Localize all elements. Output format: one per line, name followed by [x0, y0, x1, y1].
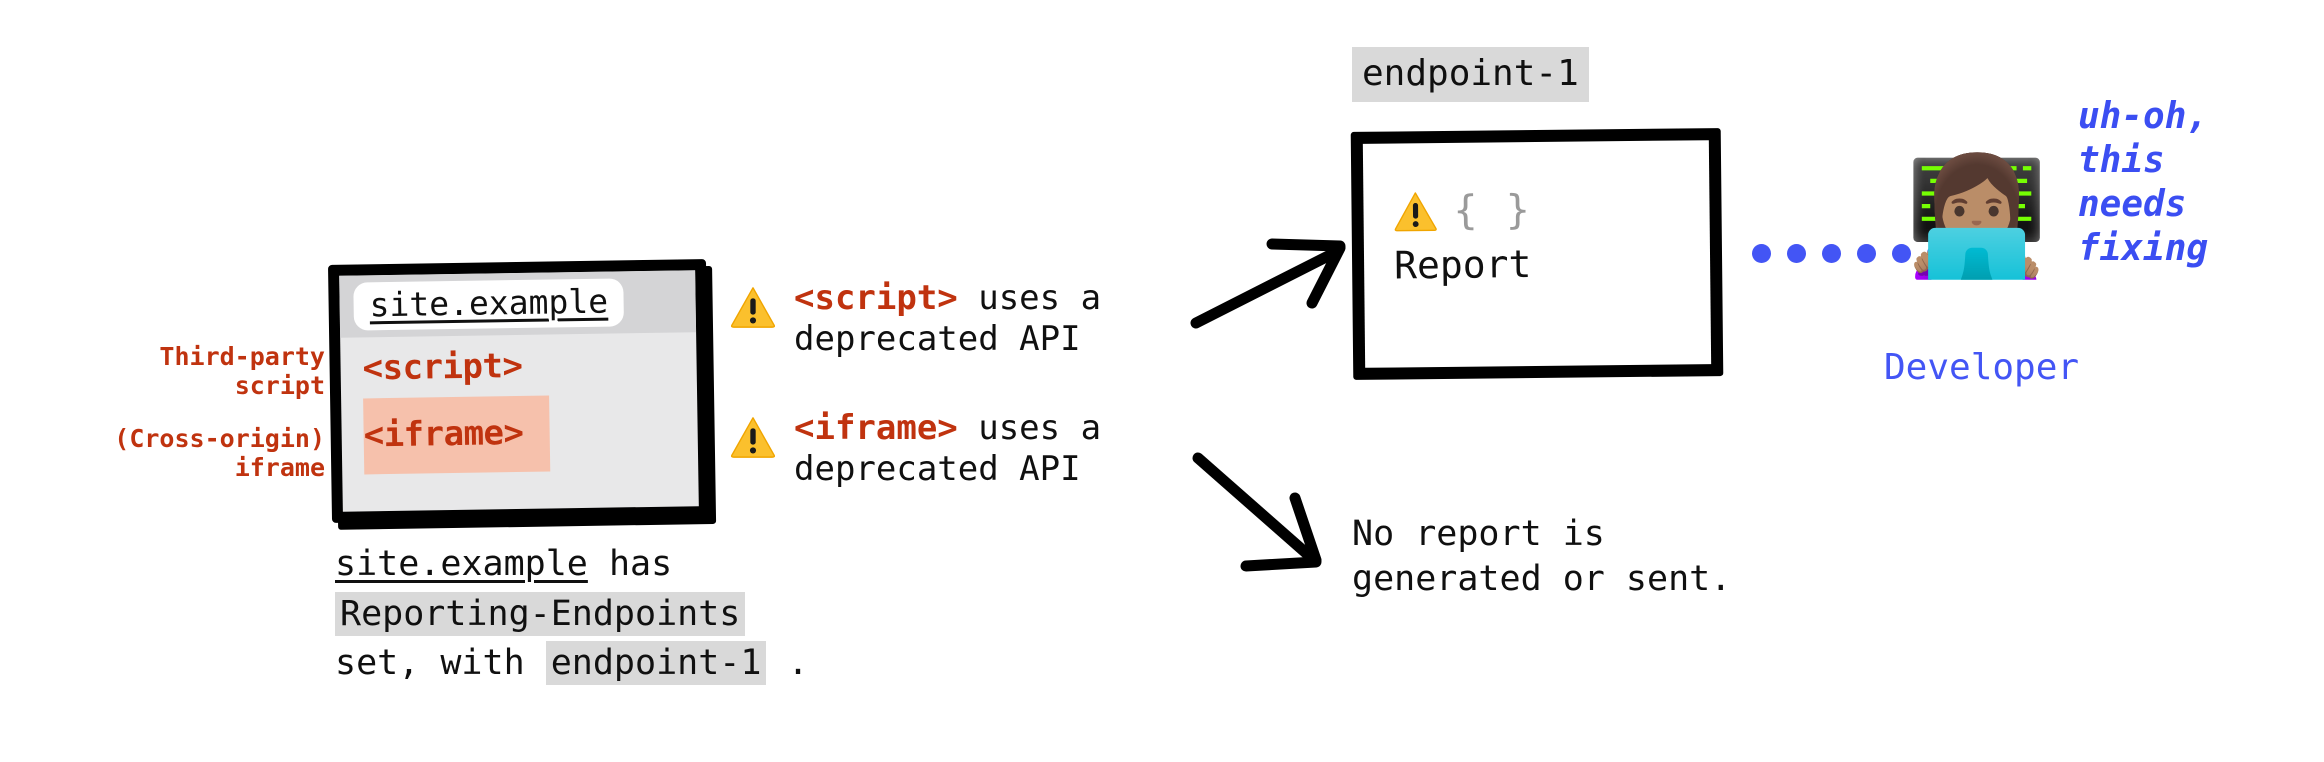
caption-line-1: site.example has: [335, 540, 895, 590]
browser-chrome: site.example: [339, 270, 697, 338]
script-tag-text: <script>: [362, 345, 523, 389]
annotation-cross-origin-iframe: (Cross-origin) iframe: [50, 424, 325, 482]
report-box-frame: { } Report: [1350, 128, 1724, 380]
annotation-cross-origin-iframe-line2: iframe: [234, 453, 325, 482]
warning-script-tag: <script>: [794, 278, 958, 318]
curly-braces-icon: { }: [1453, 187, 1533, 234]
url-text: site.example: [369, 281, 609, 325]
developer-quote-line-2: this: [2078, 139, 2165, 181]
connector-dot: [1927, 244, 1946, 263]
connector-dot: [1892, 244, 1911, 263]
arrow-up-right-icon: [1190, 215, 1365, 334]
browser-viewport: site.example <script> <iframe>: [339, 270, 699, 512]
caption-endpoint-chip: endpoint-1: [545, 641, 767, 686]
url-bar[interactable]: site.example: [353, 278, 625, 331]
report-box: { } Report: [1350, 128, 1724, 380]
browser-window: site.example <script> <iframe>: [327, 259, 717, 530]
warning-triangle-icon: [730, 284, 776, 330]
annotation-third-party-script: Third-party script: [105, 342, 325, 400]
warning-text-iframe: <iframe> uses a deprecated API: [794, 408, 1101, 490]
warning-text-script: <script> uses a deprecated API: [794, 278, 1101, 360]
browser-page-body: <script> <iframe>: [340, 332, 698, 474]
caption-line-3: set, with endpoint-1 .: [335, 639, 895, 689]
warning-script-rest: uses a: [957, 278, 1102, 318]
developer-quote-line-4: fixing: [2078, 227, 2209, 269]
developer-avatar-icon: 👩🏽‍💻: [1905, 150, 2049, 284]
caption-period: .: [766, 643, 809, 684]
warning-iframe-tag: <iframe>: [794, 408, 958, 448]
no-report-text: No report is generated or sent.: [1352, 514, 1732, 599]
warning-triangle-icon: [1393, 189, 1437, 233]
developer-quote: uh-oh, this needs fixing: [2078, 95, 2208, 271]
iframe-region: <iframe>: [363, 395, 551, 474]
warning-row-script: <script> uses a deprecated API: [730, 278, 1101, 360]
caption-has: has: [587, 544, 673, 584]
developer-quote-line-1: uh-oh,: [2078, 96, 2209, 137]
annotation-third-party-script-line2: script: [234, 371, 325, 400]
browser-window-frame: site.example <script> <iframe>: [327, 259, 711, 523]
annotation-cross-origin-iframe-line1: (Cross-origin): [114, 424, 325, 453]
caption-site-link: site.example: [335, 544, 588, 584]
caption-header-chip: Reporting-Endpoints: [335, 591, 746, 636]
connector-dot: [1857, 244, 1876, 263]
developer-label: Developer: [1884, 347, 2080, 388]
report-box-content: { } Report: [1393, 187, 1533, 288]
connector-dot: [1752, 244, 1771, 263]
developer-quote-line-3: needs: [2078, 183, 2187, 225]
dotted-connector: [1752, 244, 1946, 263]
connector-dot: [1787, 244, 1806, 263]
caption-set-with: set, with: [335, 643, 546, 684]
caption-line-2: Reporting-Endpoints: [335, 590, 895, 640]
warning-row-iframe: <iframe> uses a deprecated API: [730, 408, 1101, 490]
warning-triangle-icon: [730, 414, 776, 460]
connector-dot: [1822, 244, 1841, 263]
iframe-tag-text: <iframe>: [363, 413, 524, 456]
warning-iframe-line2: deprecated API: [794, 449, 1081, 490]
report-icon-row: { }: [1393, 187, 1533, 234]
warning-iframe-rest: uses a: [957, 408, 1102, 448]
report-label: Report: [1393, 242, 1532, 288]
endpoint-label-chip: endpoint-1: [1352, 47, 1589, 102]
annotation-third-party-script-line1: Third-party: [159, 342, 325, 371]
browser-caption: site.example has Reporting-Endpoints set…: [335, 540, 895, 689]
warning-script-line2: deprecated API: [794, 319, 1081, 360]
arrow-down-right-icon: [1190, 450, 1365, 579]
report-box-inner: { } Report: [1362, 140, 1712, 368]
